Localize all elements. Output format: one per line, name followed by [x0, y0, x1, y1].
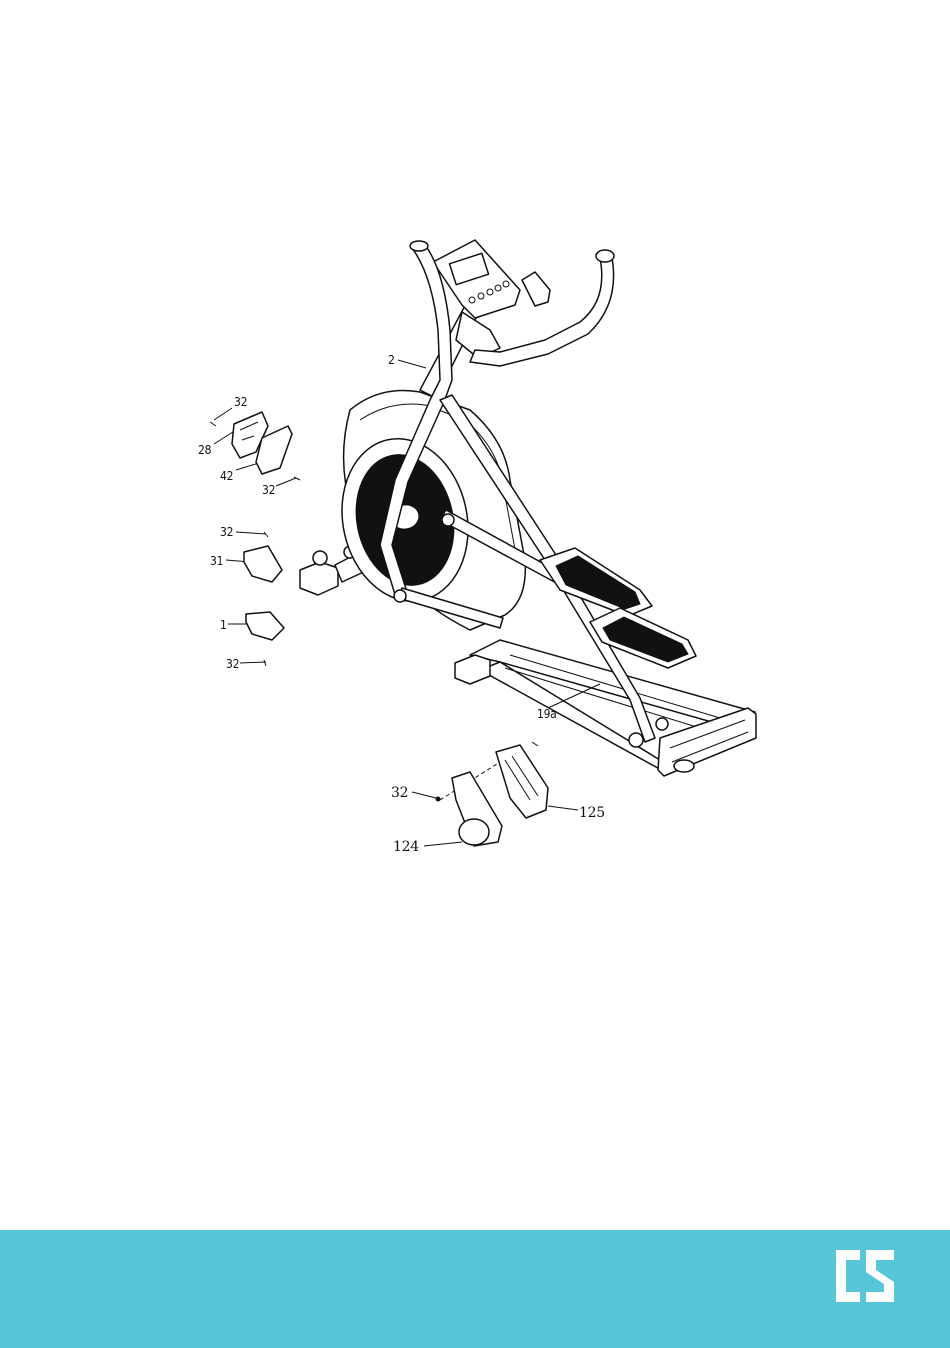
callout-1: 1	[220, 618, 227, 632]
callout-32: 32	[391, 785, 408, 801]
callout-32: 32	[262, 483, 275, 497]
callout-42: 42	[220, 469, 233, 483]
callout-32: 32	[226, 657, 239, 671]
callout-28: 28	[198, 443, 212, 457]
callout-32: 32	[220, 525, 233, 539]
callout-19a: 19a	[537, 707, 556, 721]
callout-32: 32	[234, 395, 247, 409]
exploded-view-diagram: 2 32 28 42 32 32 31 1 32 19a 32 125 124	[0, 0, 950, 1230]
callout-2: 2	[388, 353, 395, 367]
callout-31: 31	[210, 554, 223, 568]
callout-124: 124	[393, 839, 419, 855]
cs-logo-icon	[832, 1246, 898, 1306]
callout-125: 125	[579, 805, 605, 821]
footer-band	[0, 1230, 950, 1348]
elliptical-trainer-drawing	[300, 240, 756, 776]
